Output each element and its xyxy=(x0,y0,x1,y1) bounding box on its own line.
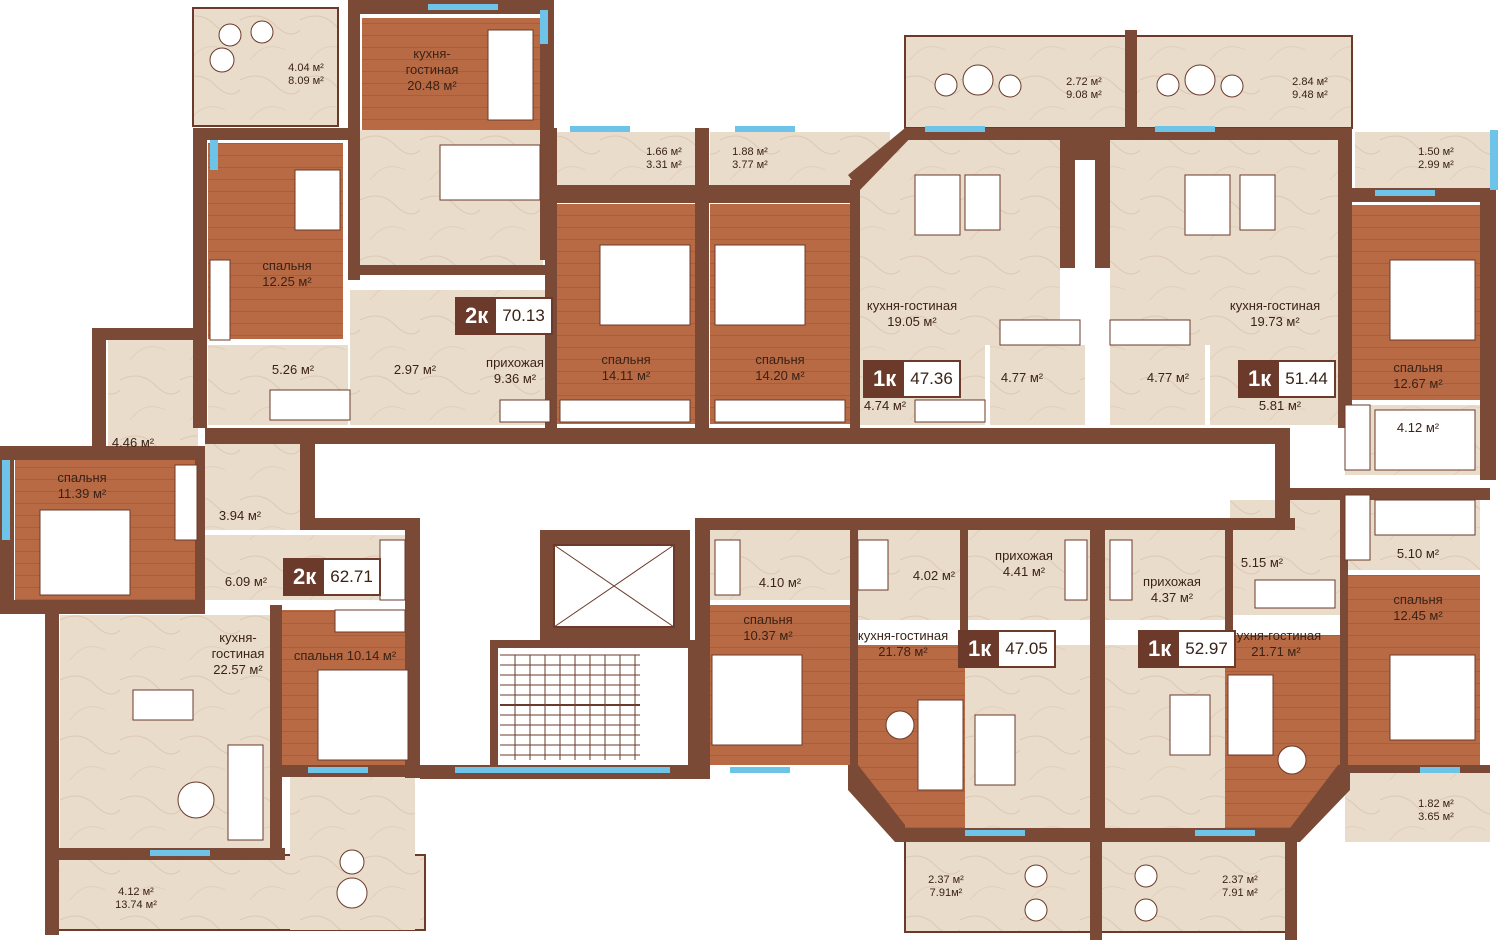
apartment-badge[interactable]: 2к 70.13 xyxy=(455,297,553,335)
apartment-type: 1к xyxy=(865,362,905,396)
room-label: 4.46 м² xyxy=(111,435,155,450)
room-label: 4.12 м² xyxy=(1396,420,1440,435)
apartment-area: 47.36 xyxy=(910,369,953,388)
apartment-type: 2к xyxy=(285,560,325,594)
room-label: 5.26 м² xyxy=(271,362,315,377)
apartment-badge[interactable]: 1к 51.44 xyxy=(1238,360,1336,398)
apartment-area: 62.71 xyxy=(330,567,373,586)
room-label: 4.02 м² xyxy=(912,568,956,583)
stair-core xyxy=(500,544,675,760)
apartment-type: 1к xyxy=(1240,362,1280,396)
room-label: 5.81 м² xyxy=(1258,398,1302,413)
apartment-type: 1к xyxy=(960,632,1000,666)
room-label: 4.74 м² xyxy=(863,398,907,413)
room-label: 4.77 м² xyxy=(1000,370,1044,385)
room-label: 4.10 м² xyxy=(758,575,802,590)
windows xyxy=(2,4,1498,856)
apartment-area: 47.05 xyxy=(1005,639,1048,658)
apartment-area: 52.97 xyxy=(1185,639,1228,658)
room-label: 5.10 м² xyxy=(1396,546,1440,561)
apartment-badge[interactable]: 2к 62.71 xyxy=(283,558,381,596)
room-label: 4.77 м² xyxy=(1146,370,1190,385)
apartment-badge[interactable]: 1к 47.05 xyxy=(958,630,1056,668)
apartment-area: 70.13 xyxy=(502,306,545,325)
apartment-badge[interactable]: 1к 52.97 xyxy=(1138,630,1236,668)
room-label: 5.15 м² xyxy=(1240,555,1284,570)
apartment-type: 1к xyxy=(1140,632,1180,666)
room-label: 3.94 м² xyxy=(218,508,262,523)
furniture xyxy=(39,20,1476,922)
room-label: 2.97 м² xyxy=(393,362,437,377)
apartment-area: 51.44 xyxy=(1285,369,1328,388)
apartment-type: 2к xyxy=(457,299,497,333)
room-label: спальня 10.14 м² xyxy=(293,648,397,663)
apartment-badge[interactable]: 1к 47.36 xyxy=(863,360,961,398)
room-label: 6.09 м² xyxy=(224,574,268,589)
